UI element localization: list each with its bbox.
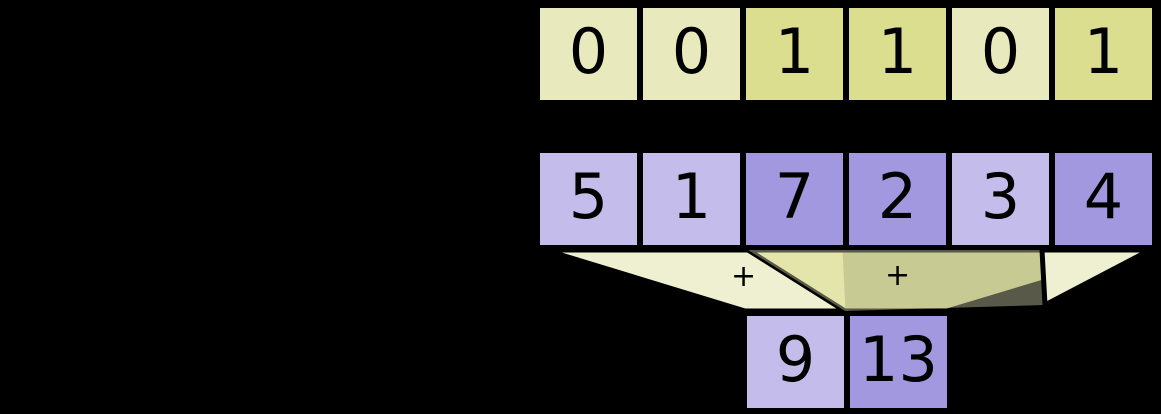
flag-cell-4: 0 (949, 5, 1052, 103)
value-cell-label: 3 (980, 160, 1021, 233)
sum-operator-left: + (731, 259, 757, 294)
value-cell-label: 1 (671, 160, 712, 233)
funnel-right-shape (739, 247, 1151, 314)
flag-cell-5: 1 (1052, 5, 1155, 103)
value-cell-4: 3 (949, 150, 1052, 248)
funnel-left-shape (544, 247, 851, 314)
value-cell-1: 1 (640, 150, 743, 248)
flag-cell-label: 1 (877, 15, 918, 88)
flag-cell-label: 1 (1083, 15, 1124, 88)
result-cell-1: 13 (847, 313, 950, 411)
value-cell-2: 7 (743, 150, 846, 248)
value-cell-5: 4 (1052, 150, 1155, 248)
value-cell-0: 5 (537, 150, 640, 248)
value-cell-label: 7 (774, 160, 815, 233)
funnel-left-tail-wedge (1039, 247, 1152, 310)
flag-cell-label: 1 (774, 15, 815, 88)
result-cell-label: 9 (775, 323, 816, 396)
value-cell-label: 5 (568, 160, 609, 233)
value-cell-label: 2 (877, 160, 918, 233)
flag-cell-2: 1 (743, 5, 846, 103)
value-cell-label: 4 (1083, 160, 1124, 233)
result-cell-label: 13 (859, 323, 938, 396)
sum-operator-right: + (885, 258, 911, 293)
value-cell-3: 2 (846, 150, 949, 248)
flag-cell-3: 1 (846, 5, 949, 103)
flag-cell-label: 0 (568, 15, 609, 88)
flag-cell-label: 0 (980, 15, 1021, 88)
flag-cell-label: 0 (671, 15, 712, 88)
result-cell-0: 9 (744, 313, 847, 411)
flag-cell-1: 0 (640, 5, 743, 103)
flag-cell-0: 0 (537, 5, 640, 103)
